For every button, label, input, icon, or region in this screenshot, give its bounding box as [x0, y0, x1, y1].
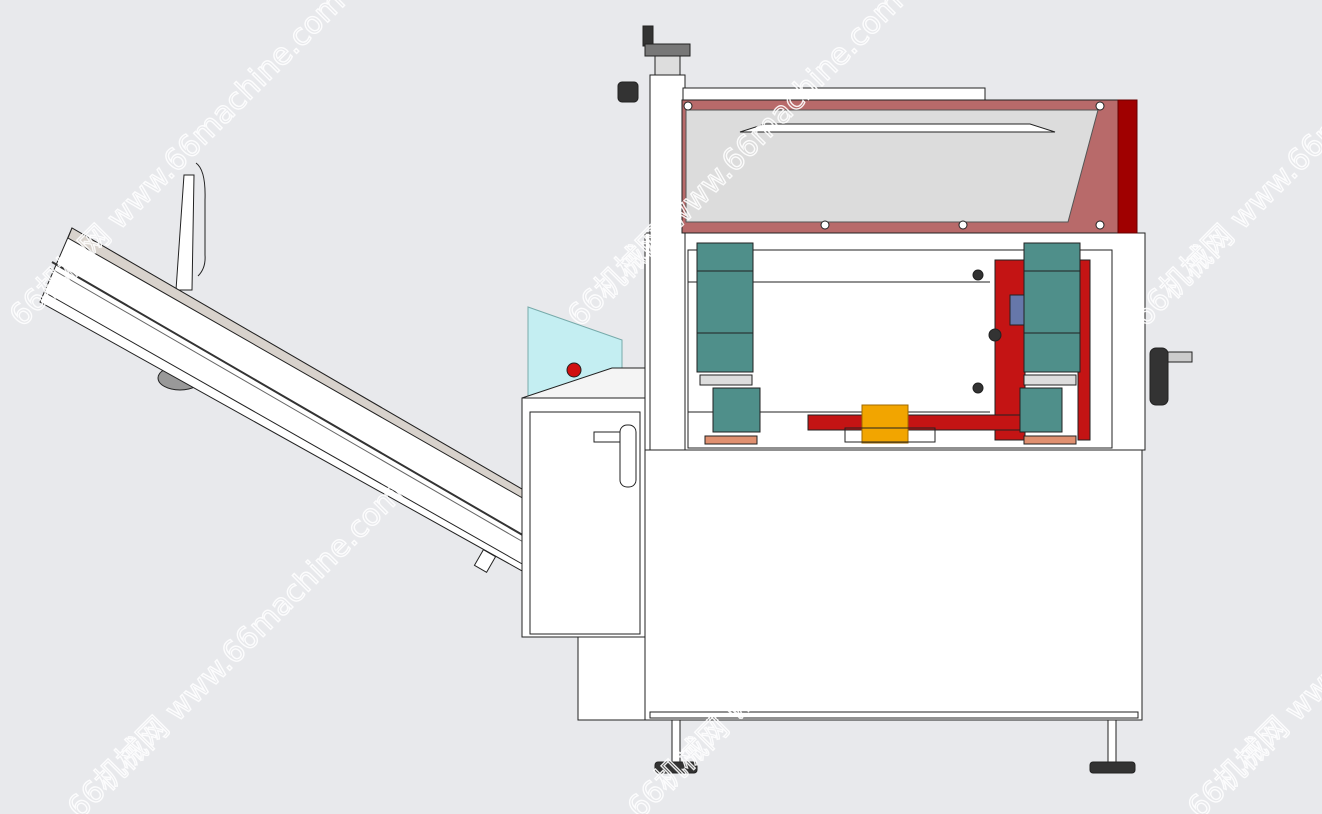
conveyor-stand [175, 162, 206, 291]
watermark: 66机械网 www.66machine.com [1126, 0, 1322, 334]
inclined-conveyor [39, 227, 528, 573]
main-cabinet [644, 449, 1143, 721]
left-motor [696, 242, 761, 445]
right-motor [1019, 242, 1081, 445]
watermark: 66机械网 www.66machine.com [61, 476, 410, 814]
lower-side-box [577, 636, 646, 721]
tape-spool [844, 404, 936, 444]
red-frame [807, 259, 1091, 441]
control-panel [521, 306, 646, 638]
top-hood [681, 87, 1138, 234]
top-handwheel [617, 25, 691, 103]
side-handwheel [1149, 347, 1193, 406]
emergency-stop-button [566, 362, 582, 378]
leveling-feet [654, 719, 1136, 774]
watermark: 66机械网 www.66machine.com [1181, 476, 1322, 814]
